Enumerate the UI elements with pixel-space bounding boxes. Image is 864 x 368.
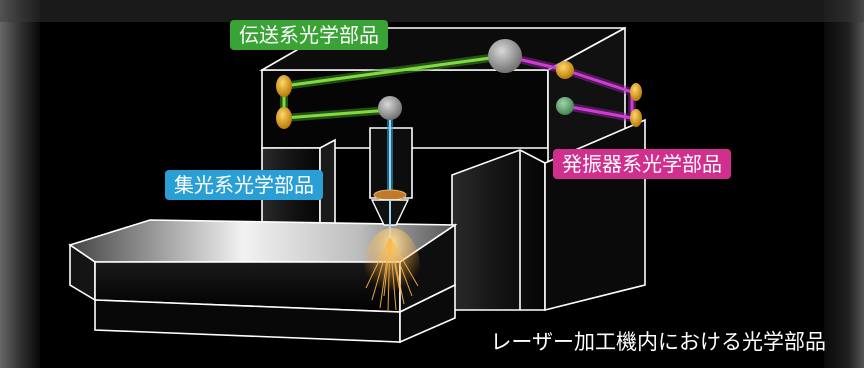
left-vignette (0, 0, 40, 368)
oscillator-output-mirror-icon (556, 61, 574, 79)
right-vignette (824, 0, 864, 368)
top-vignette (0, 0, 864, 22)
oscillator-fold-mirror-upper-icon (630, 83, 642, 101)
left-upper-mirror-icon (276, 75, 292, 97)
main-mirror-icon (488, 39, 522, 73)
focusing-optics-label: 集光系光学部品 (165, 170, 323, 200)
oscillator-optics-label: 発振器系光学部品 (553, 149, 731, 179)
focusing-lens-icon (373, 189, 407, 201)
mirrors (276, 39, 642, 129)
oscillator-fold-mirror-lower-icon (630, 109, 642, 127)
cutting-sparks (364, 228, 420, 313)
left-lower-mirror-icon (276, 107, 292, 129)
transmission-optics-label: 伝送系光学部品 (230, 20, 388, 50)
diagram-caption: レーザー加工機内における光学部品 (490, 330, 826, 354)
focusing-head (370, 189, 410, 238)
oscillator-rear-mirror-icon (556, 97, 574, 115)
head-mirror-icon (378, 96, 402, 120)
